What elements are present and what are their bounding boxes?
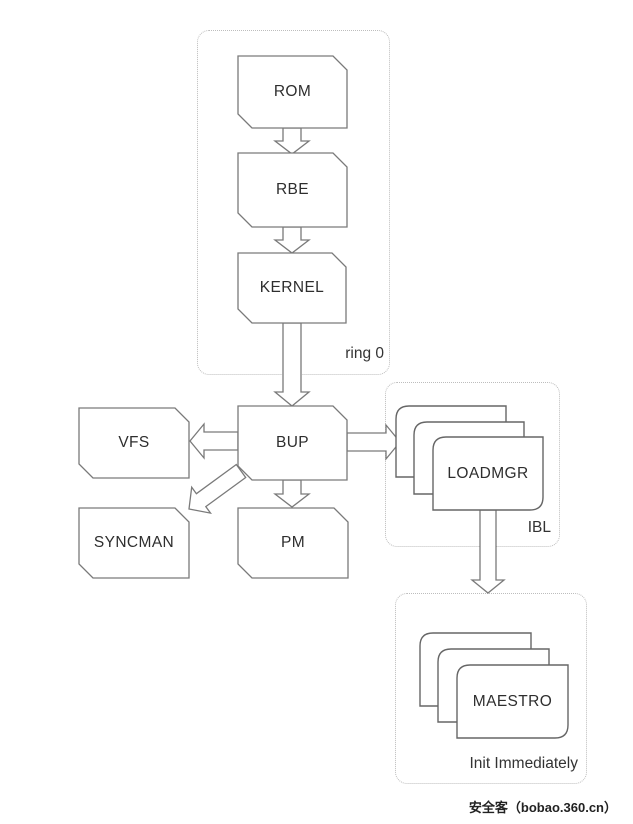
watermark-text: 安全客（bobao.360.cn） (468, 800, 617, 815)
arrow-kernel-to-bup (273, 322, 311, 407)
node-label-kernel: KERNEL (259, 279, 325, 296)
node-loadmgr-card-front (432, 436, 544, 511)
node-kernel-shape (237, 252, 347, 324)
arrow-bup-to-loadmgr (346, 423, 401, 461)
node-label-pm: PM (280, 534, 306, 551)
arrow-bup-to-vfs (189, 422, 239, 460)
arrow-rbe-to-kernel (273, 226, 311, 254)
node-vfs-shape (78, 407, 190, 479)
group-label-ibl: IBL (527, 519, 551, 536)
node-label-syncman: SYNCMAN (93, 534, 175, 551)
group-label-init-immediately: Init Immediately (469, 755, 578, 772)
node-label-bup: BUP (275, 434, 310, 451)
node-rbe-shape (237, 152, 348, 228)
group-init-immediately (395, 593, 587, 784)
node-bup-shape (237, 405, 348, 481)
group-label-ring0: ring 0 (345, 345, 384, 362)
node-maestro-card-front (456, 664, 569, 739)
node-label-rom: ROM (273, 83, 312, 100)
arrow-loadmgr-to-maestro (470, 509, 506, 594)
node-rom-shape (237, 55, 348, 129)
node-label-rbe: RBE (275, 181, 310, 198)
arrow-bup-to-pm (273, 479, 311, 508)
arrow-rom-to-rbe (273, 127, 311, 155)
node-pm-shape (237, 507, 349, 579)
node-label-vfs: VFS (118, 434, 150, 451)
node-label-loadmgr: LOADMGR (447, 464, 529, 482)
arrow-bup-to-syncman (188, 463, 247, 515)
node-syncman-shape (78, 507, 190, 579)
node-label-maestro: MAESTRO (472, 692, 553, 710)
group-ibl (385, 382, 560, 547)
